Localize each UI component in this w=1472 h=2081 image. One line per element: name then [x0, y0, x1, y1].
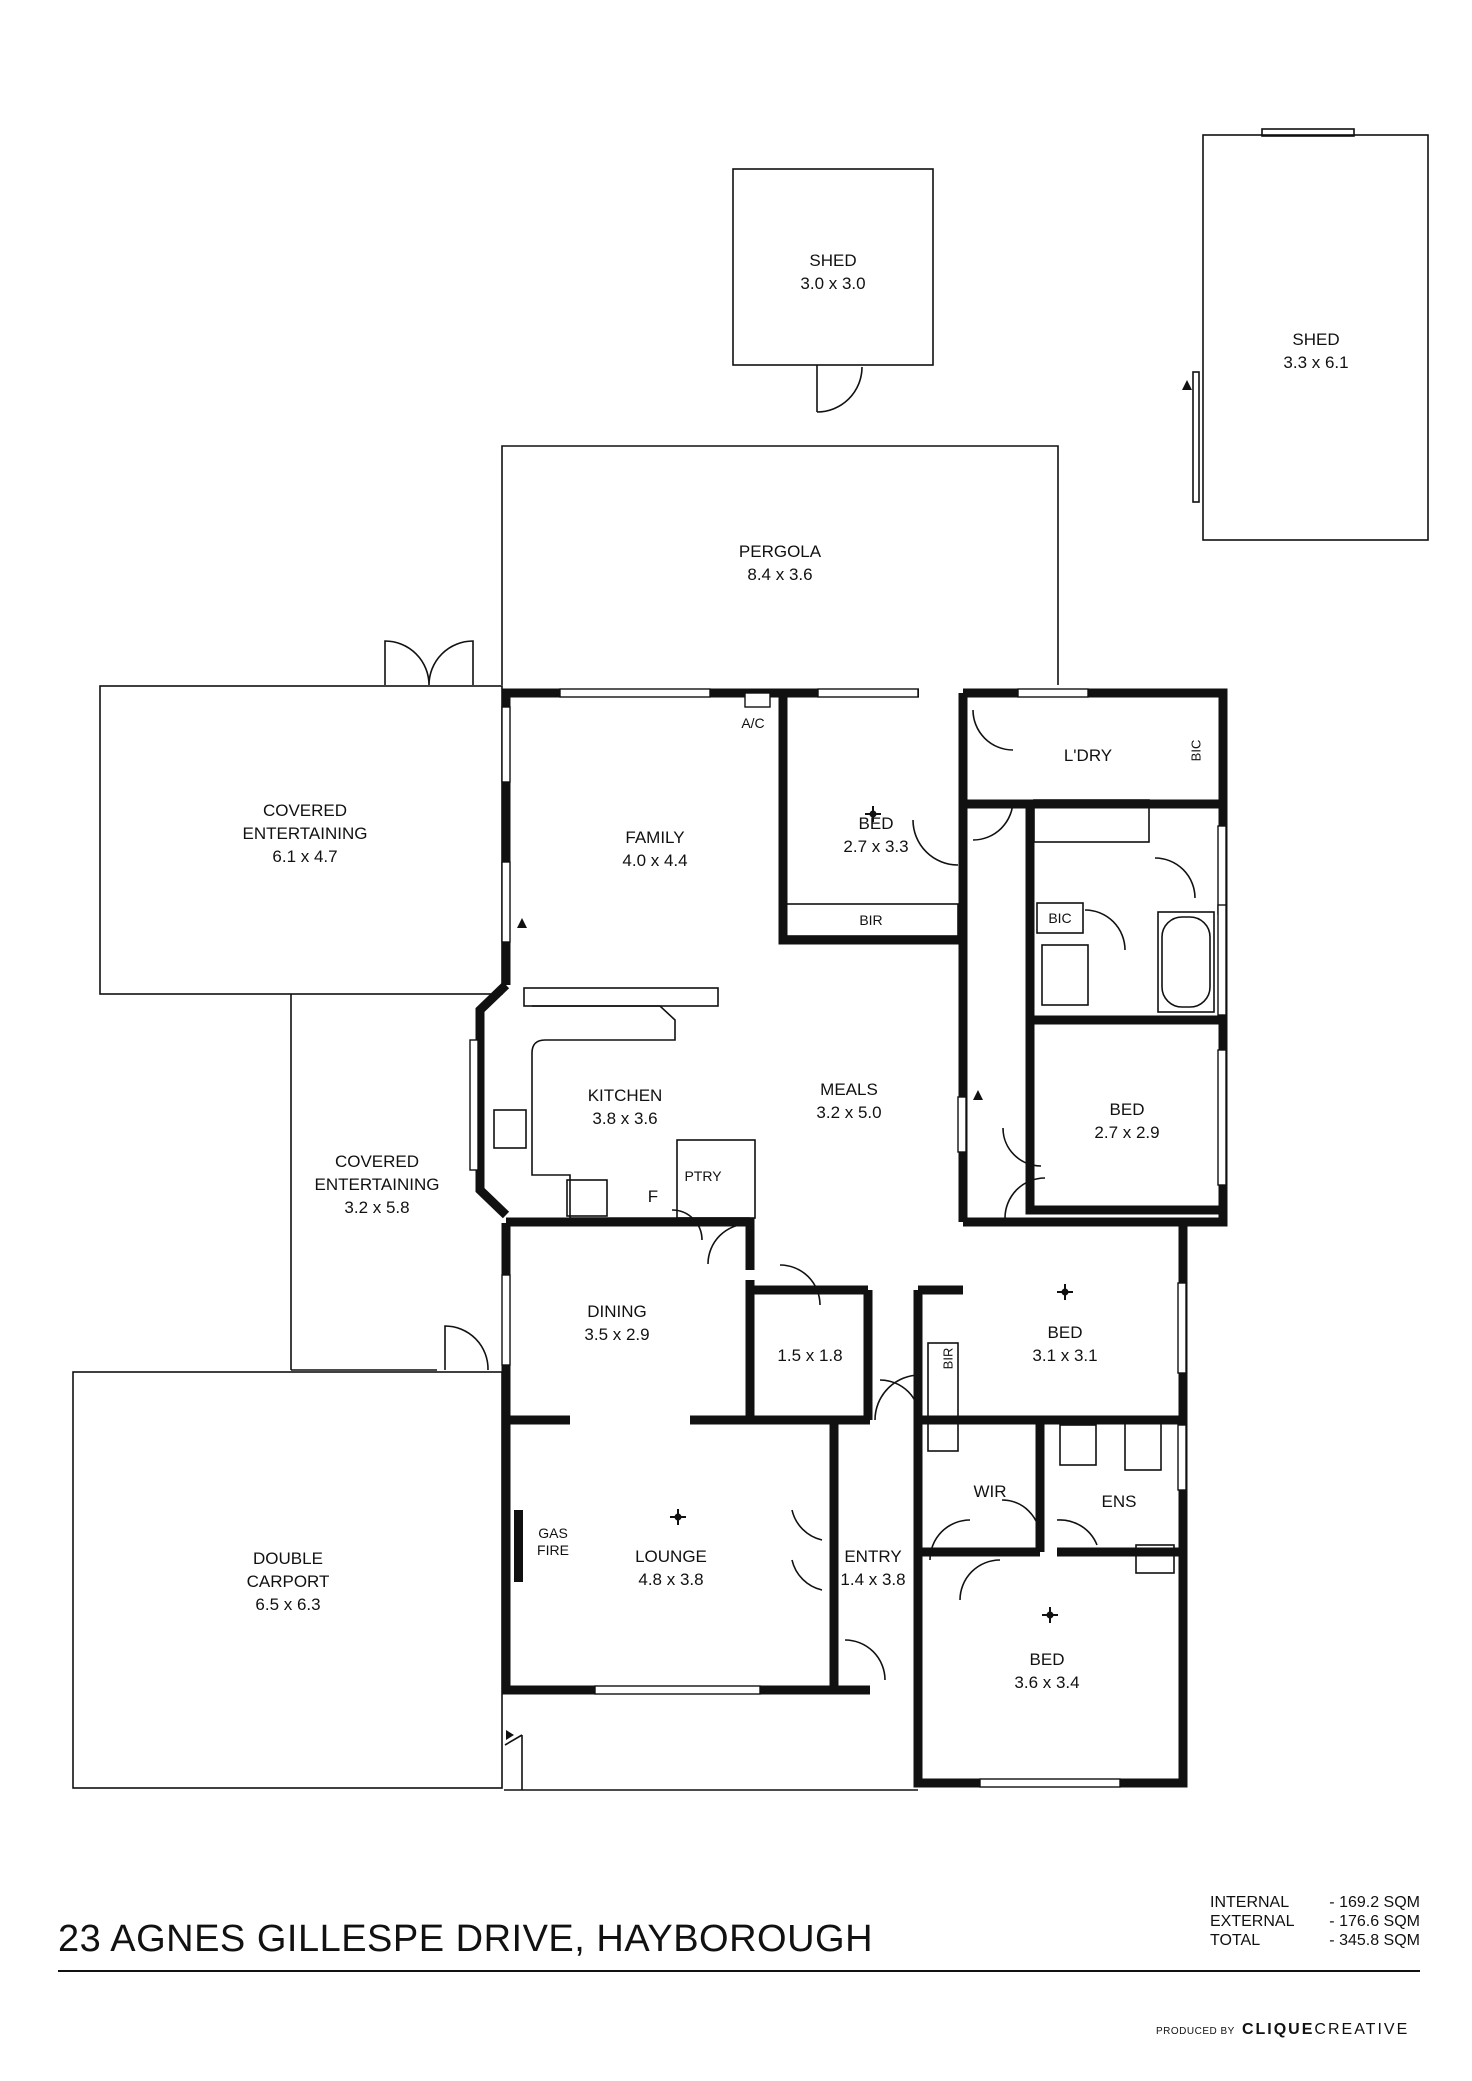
bic-label: BIC [1048, 910, 1072, 926]
area-row-internal: INTERNAL- 169.2 SQM [1210, 1894, 1420, 1911]
pergola-outline [501, 445, 1059, 685]
shed-small-outline [732, 168, 934, 366]
bir-label: BIR [940, 1347, 956, 1370]
covered-entertaining-2-outline [290, 994, 437, 1371]
room-label-store: 1.5 x 1.8 [777, 1346, 843, 1365]
producer-brand: CLIQUECREATIVE [1241, 2021, 1410, 2038]
shed-large-outline [1202, 134, 1429, 541]
area-row-total: TOTAL- 345.8 SQM [1210, 1932, 1420, 1949]
room-label-laundry: L'DRY [1063, 746, 1113, 765]
ceiling-fan-icon [1042, 1607, 1058, 1623]
ceiling-fan-icon [670, 1509, 686, 1525]
pantry-label: PTRY [684, 1168, 722, 1184]
fridge-label: F [647, 1187, 659, 1206]
room-label-wir: WIR [973, 1482, 1007, 1501]
footer-divider [58, 1970, 1420, 1972]
ceiling-fan-icon [865, 806, 881, 822]
area-row-external: EXTERNAL- 176.6 SQM [1210, 1913, 1420, 1930]
property-address: 23 AGNES GILLESPE DRIVE, HAYBOROUGH [58, 1918, 874, 1960]
bic-label: BIC [1188, 739, 1204, 762]
bir-label: BIR [859, 912, 883, 928]
room-label-ens: ENS [1101, 1492, 1137, 1511]
area-summary: INTERNAL- 169.2 SQM EXTERNAL- 176.6 SQM … [1210, 1893, 1420, 1950]
ceiling-fan-icon [1057, 1284, 1073, 1300]
ac-label: A/C [741, 715, 765, 731]
producer-credit: PRODUCED BY CLIQUECREATIVE [1156, 2021, 1410, 2038]
